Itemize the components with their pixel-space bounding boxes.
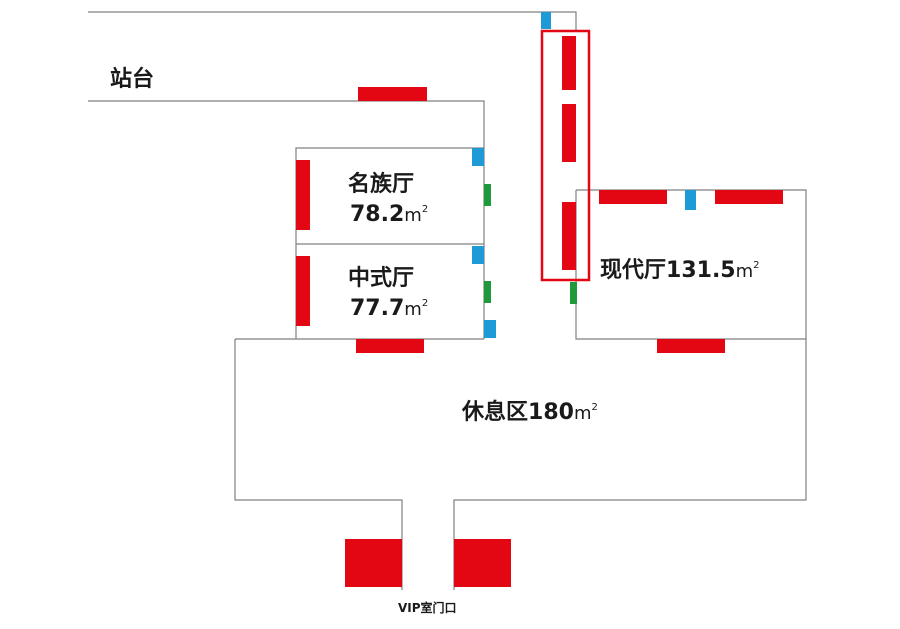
red-fixture bbox=[454, 539, 511, 587]
blue-markers bbox=[472, 12, 696, 338]
zhongshi-hall-name: 中式厅 bbox=[348, 266, 414, 291]
green-markers bbox=[484, 184, 577, 304]
red-fixture bbox=[715, 190, 783, 204]
platform-top-wall bbox=[88, 11, 577, 30]
red-fixture bbox=[657, 339, 725, 353]
platform-label: 站台 bbox=[110, 66, 154, 92]
red-fixture bbox=[296, 256, 310, 326]
blue-marker bbox=[472, 246, 484, 264]
blue-marker bbox=[685, 190, 696, 210]
blue-marker bbox=[541, 12, 551, 29]
vip-entrance-label: VIP室门口 bbox=[398, 600, 457, 615]
green-marker bbox=[570, 282, 577, 304]
red-fixture bbox=[358, 87, 427, 101]
green-marker bbox=[484, 281, 491, 303]
red-fixture bbox=[562, 104, 576, 162]
mingzu-hall-name: 名族厅 bbox=[348, 171, 414, 197]
walls bbox=[88, 11, 807, 590]
red-fixtures bbox=[296, 36, 783, 587]
red-fixture bbox=[296, 160, 310, 230]
xiandai-hall-label: 现代厅131.5m2 bbox=[600, 258, 760, 283]
red-fixture bbox=[562, 36, 576, 90]
red-fixture bbox=[562, 202, 576, 270]
blue-marker bbox=[472, 148, 484, 166]
red-fixture bbox=[356, 339, 424, 353]
red-fixture bbox=[345, 539, 402, 587]
rest-area-label: 休息区180m2 bbox=[461, 399, 598, 425]
green-marker bbox=[484, 184, 491, 206]
mingzu-hall-area: 78.2m2 bbox=[350, 202, 428, 227]
highlight-box bbox=[540, 29, 591, 282]
zhongshi-hall-area: 77.7m2 bbox=[350, 296, 428, 321]
blue-marker bbox=[484, 320, 496, 338]
red-fixture bbox=[599, 190, 667, 204]
